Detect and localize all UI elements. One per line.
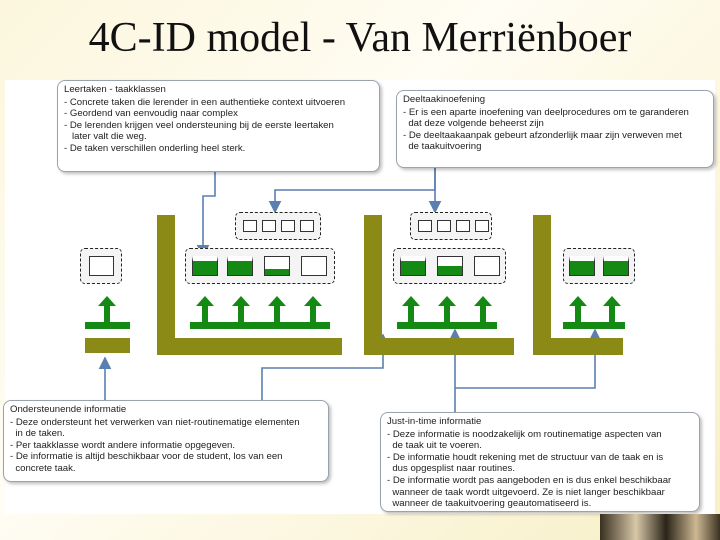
part-task-1b: [262, 220, 276, 232]
support-arrow-7: [474, 296, 492, 322]
support-arrow-3: [268, 296, 286, 322]
learning-task-2c: [474, 256, 500, 276]
learning-task-1d: [301, 256, 327, 276]
part-task-2b: [437, 220, 451, 232]
callout-deeltaak: Deeltaakinoefening - Er is een aparte in…: [396, 90, 714, 168]
callout-line: wanneer de taak wordt uitgevoerd. Ze is …: [387, 487, 693, 499]
callout-ondersteunend-title: Ondersteunende informatie: [10, 404, 322, 416]
learning-task-1c: [264, 256, 290, 276]
support-arrow-6: [438, 296, 456, 322]
support-arrow-8: [569, 296, 587, 322]
callout-line: wanneer de taakuitvoering geautomatiseer…: [387, 498, 693, 510]
learning-task-2b: [437, 256, 463, 276]
callout-ondersteunend: Ondersteunende informatie - Deze onderst…: [3, 400, 329, 482]
learning-task-3b: [603, 256, 629, 276]
part-task-1c: [281, 220, 295, 232]
callout-line: - Deze ondersteunt het verwerken van nie…: [10, 417, 322, 429]
callout-line: dat deze volgende beheerst zijn: [403, 118, 707, 130]
part-task-1d: [300, 220, 314, 232]
support-arrow-9: [603, 296, 621, 322]
callout-line: - Geordend van eenvoudig naar complex: [64, 108, 373, 120]
callout-line: - De lerenden krijgen veel ondersteuning…: [64, 120, 373, 132]
part-task-2a: [418, 220, 432, 232]
support-arrow-5: [402, 296, 420, 322]
callout-line: de taak uit te voeren.: [387, 440, 693, 452]
callout-line: in de taken.: [10, 428, 322, 440]
callout-line: - De informatie is altijd beschikbaar vo…: [10, 451, 322, 463]
support-arrow-2: [232, 296, 250, 322]
callout-leertaken: Leertaken - taakklassen - Concrete taken…: [57, 80, 380, 172]
part-task-2d: [475, 220, 489, 232]
callout-line: later valt die weg.: [64, 131, 373, 143]
callout-line: - De deeltaakaanpak gebeurt afzonderlijk…: [403, 130, 707, 142]
learning-task-2a: [400, 256, 426, 276]
support-arrow-1: [196, 296, 214, 322]
callout-line: - De informatie houdt rekening met de st…: [387, 452, 693, 464]
part-task-2c: [456, 220, 470, 232]
callout-leertaken-title: Leertaken - taakklassen: [64, 84, 373, 96]
callout-line: - De taken verschillen onderling heel st…: [64, 143, 373, 155]
support-arrow-4: [304, 296, 322, 322]
callout-line: concrete taak.: [10, 463, 322, 475]
learning-task-1b: [227, 256, 253, 276]
callout-line: - De informatie wordt pas aangeboden en …: [387, 475, 693, 487]
callout-line: dus opgesplist naar routines.: [387, 463, 693, 475]
callout-line: - Per taakklasse wordt andere informatie…: [10, 440, 322, 452]
support-arrow-0: [98, 296, 116, 322]
part-task-1a: [243, 220, 257, 232]
callout-line: de taakuitvoering: [403, 141, 707, 153]
learning-task-0: [89, 256, 114, 276]
callout-line: - Concrete taken die lerender in een aut…: [64, 97, 373, 109]
callout-justintime: Just-in-time informatie - Deze informati…: [380, 412, 700, 512]
learning-task-3a: [569, 256, 595, 276]
callout-justintime-title: Just-in-time informatie: [387, 416, 693, 428]
decorative-photo: [600, 514, 720, 540]
callout-line: - Deze informatie is noodzakelijk om rou…: [387, 429, 693, 441]
callout-deeltaak-title: Deeltaakinoefening: [403, 94, 707, 106]
learning-task-1a: [192, 256, 218, 276]
callout-line: - Er is een aparte inoefening van deelpr…: [403, 107, 707, 119]
